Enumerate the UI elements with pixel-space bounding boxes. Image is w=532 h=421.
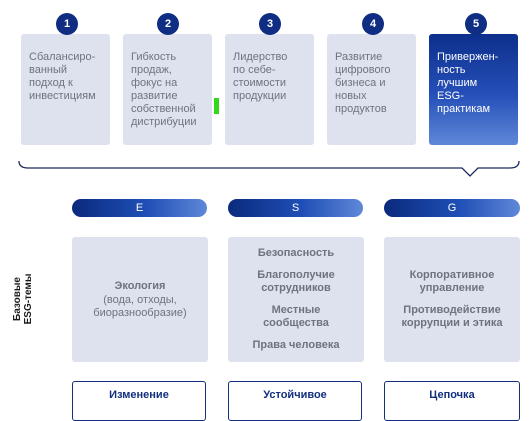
priority-card-text: Гибкость продаж, фокус на развитие собст… [131,51,197,128]
priority-card-text: Привержен- ность лучшим ESG- практикам [437,51,499,115]
priority-card-text: Лидерство по себе- стоимости продукции [233,51,288,102]
priority-card-1: Сбалансиро- ванный подход к инвестициям [21,34,110,145]
priority-card-5: Привержен- ность лучшим ESG- практикам [429,34,518,145]
priority-number-3: 3 [259,13,281,35]
topic-item: Благополучие сотрудников [257,269,335,294]
priority-number-2: 2 [157,13,179,35]
pillar-bar-s: S [228,199,363,217]
topic-detail: (вода, отходы, биоразнообразие) [93,293,187,319]
priority-card-text: Развитие цифрового бизнеса и новых проду… [335,51,391,115]
topic-item: Местные сообщества [263,304,329,329]
priority-number-1: 1 [56,13,78,35]
priority-card-2: Гибкость продаж, фокус на развитие собст… [123,34,212,145]
priority-number-5: 5 [465,13,487,35]
priority-card-3: Лидерство по себе- стоимости продукции [225,34,314,145]
topic-item: Безопасность [257,247,335,259]
pillar-bar-g: G [384,199,520,217]
bottom-box-2: Устойчивое [228,381,362,421]
topic-title: Экология [114,279,166,292]
topic-panel-e: Экология (вода, отходы, биоразнообразие) [72,237,208,362]
priority-number-4: 4 [362,13,384,35]
pillar-bar-e: E [72,199,207,217]
bottom-box-1: Изменение [72,381,206,421]
side-label: Базовые ESG-темы [12,273,34,325]
priority-card-4: Развитие цифрового бизнеса и новых проду… [327,34,416,145]
topic-item: Корпоративное управление [409,269,495,294]
topic-item: Права человека [252,339,340,351]
bottom-box-3: Цепочка [384,381,520,421]
highlight-marker [214,98,219,114]
priority-card-text: Сбалансиро- ванный подход к инвестициям [29,51,96,102]
topic-panel-g: Корпоративное управление Противодействие… [384,237,520,362]
topic-item: Противодействие коррупции и этика [401,304,503,329]
brace-connector [18,160,520,177]
topic-panel-s: Безопасность Благополучие сотрудников Ме… [228,237,364,362]
